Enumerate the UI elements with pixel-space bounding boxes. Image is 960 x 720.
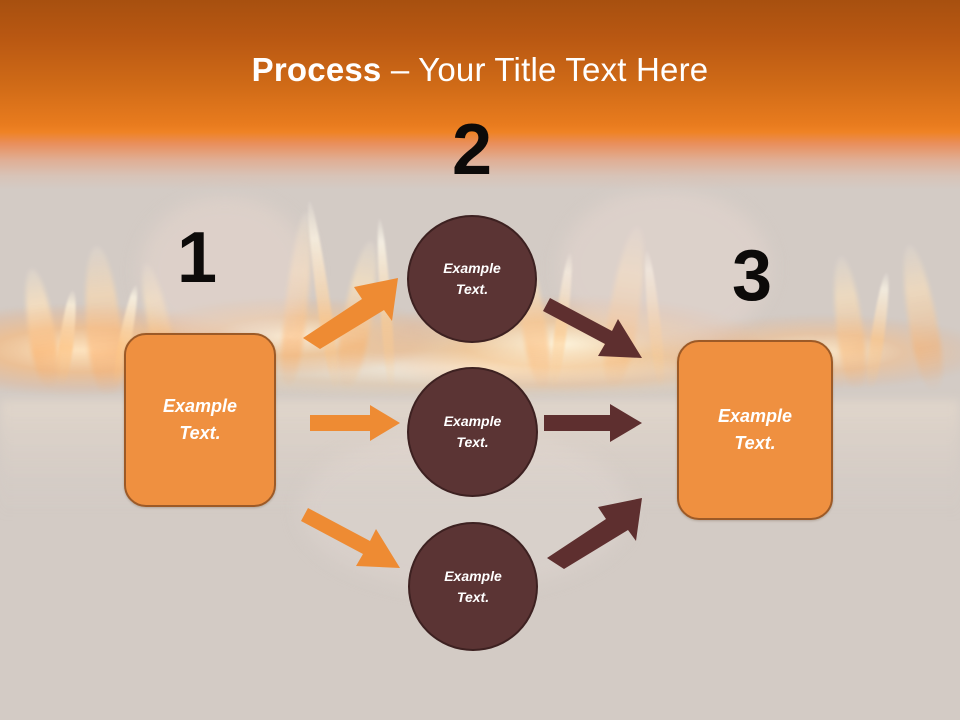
step-2-circle-middle-label: Example Text.	[444, 411, 502, 453]
arrow-left-to-top-circle	[303, 278, 398, 349]
step-3-box-label: Example Text.	[718, 403, 792, 457]
step-2-circle-top-label-line1: Example	[443, 260, 501, 276]
arrow-left-to-middle-circle	[310, 405, 400, 441]
smoke-haze	[140, 196, 310, 346]
step-1-box[interactable]: Example Text.	[124, 333, 276, 507]
arrow-middle-circle-to-right	[544, 404, 642, 442]
step-2-circle-bottom[interactable]: Example Text.	[408, 522, 538, 651]
arrow-left-to-bottom-circle	[301, 508, 400, 568]
smoke-haze	[560, 188, 770, 348]
step-2-circle-middle-label-line2: Text.	[456, 434, 489, 450]
step-number-3: 3	[731, 236, 773, 316]
step-3-box-label-line2: Text.	[734, 433, 776, 453]
arrow-top-circle-to-right	[543, 298, 642, 358]
step-3-box-label-line1: Example	[717, 406, 793, 426]
page-title-rest: – Your Title Text Here	[381, 51, 709, 88]
page-title-strong: Process	[251, 51, 382, 88]
step-number-2: 2	[451, 110, 493, 190]
step-2-circle-middle-label-line1: Example	[443, 413, 502, 429]
step-1-box-label-line1: Example	[162, 396, 238, 416]
step-2-circle-top[interactable]: Example Text.	[407, 215, 537, 343]
step-1-box-label-line2: Text.	[179, 423, 221, 443]
step-2-circle-bottom-label: Example Text.	[444, 566, 502, 608]
step-3-box[interactable]: Example Text.	[677, 340, 833, 520]
step-2-circle-top-label-line2: Text.	[455, 281, 489, 297]
step-2-circle-bottom-label-line2: Text.	[456, 588, 490, 605]
page-title: Process – Your Title Text Here	[0, 50, 960, 90]
header-banner	[0, 0, 960, 200]
arrow-bottom-circle-to-right	[547, 498, 642, 569]
step-number-1: 1	[176, 218, 218, 298]
step-1-box-label: Example Text.	[163, 393, 237, 447]
step-2-circle-top-label: Example Text.	[443, 258, 501, 300]
step-2-circle-bottom-label-line1: Example	[444, 567, 502, 584]
step-2-circle-middle[interactable]: Example Text.	[407, 367, 538, 497]
